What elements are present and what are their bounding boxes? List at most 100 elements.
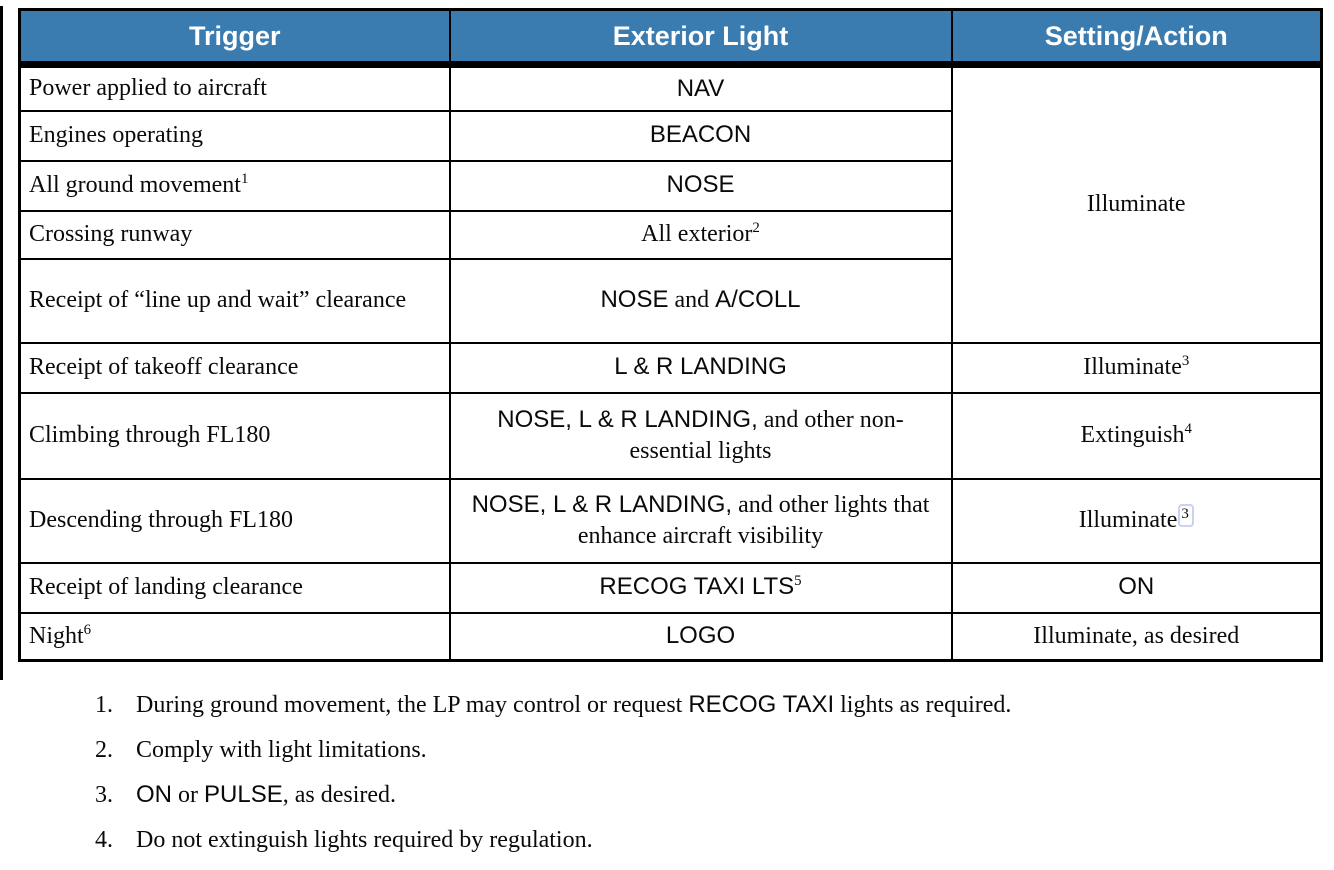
exterior-lights-table-wrap: Trigger Exterior Light Setting/Action Po… [18, 8, 1323, 662]
footnote-text: Do not extinguish lights required by reg… [136, 825, 1295, 855]
trigger-cell: All ground movement1 [18, 159, 451, 212]
text-segment: PULSE [204, 781, 283, 808]
trigger-cell: Climbing through FL180 [18, 391, 451, 480]
text-segment: ON [136, 781, 172, 808]
footnote-item: 4. Do not extinguish lights required by r… [95, 825, 1295, 855]
action-cell: Illuminate, as desired [950, 611, 1323, 662]
trigger-cell: Receipt of landing clearance [18, 561, 451, 614]
footnote-item: 1. During ground movement, the LP may con… [95, 690, 1295, 720]
table-row: Climbing through FL180 NOSE, L & R LANDIN… [18, 391, 1323, 480]
header-trigger: Trigger [18, 8, 451, 68]
action-cell: ON [950, 561, 1323, 614]
table-row: Receipt of takeoff clearance L & R LANDIN… [18, 341, 1323, 394]
trigger-cell: Descending through FL180 [18, 477, 451, 564]
table-row: Descending through FL180 NOSE, L & R LAND… [18, 477, 1323, 564]
table-row: Power applied to aircraft NAV Illuminate [18, 63, 1323, 344]
light-cell: NOSE, L & R LANDING, and other lights th… [448, 477, 953, 564]
footnote-text: During ground movement, the LP may contr… [136, 690, 1295, 720]
text-segment: RECOG TAXI LTS [599, 573, 795, 601]
light-cell: RECOG TAXI LTS5 [448, 561, 953, 614]
light-cell: NOSE [448, 159, 953, 212]
text-segment: LOGO [665, 622, 736, 650]
text-segment: Illuminate [1083, 353, 1182, 380]
text-segment: Climbing through FL180 [29, 421, 271, 448]
footnotes: 1. During ground movement, the LP may con… [95, 690, 1295, 870]
text-segment: RECOG TAXI [688, 691, 835, 718]
text-segment: Night [29, 622, 84, 649]
text-segment: Illuminate, as desired [1033, 622, 1240, 649]
light-cell: NOSE, L & R LANDING, and other non-essen… [448, 391, 953, 480]
footnote-item: 2. Comply with light limitations. [95, 735, 1295, 765]
text-segment: Comply with light limitations. [136, 737, 427, 763]
text-segment: or [172, 782, 204, 808]
text-segment: Power applied to aircraft [29, 75, 267, 102]
trigger-cell: Receipt of takeoff clearance [18, 341, 451, 394]
action-cell: Extinguish4 [950, 391, 1323, 480]
text-segment: and [668, 287, 716, 314]
text-segment: During ground movement, the LP may contr… [136, 692, 689, 718]
text-segment: A/COLL [715, 286, 801, 314]
text-segment: Do not extinguish lights required by reg… [136, 827, 593, 853]
light-cell: NAV [448, 63, 953, 112]
header-row: Trigger Exterior Light Setting/Action [18, 8, 1323, 68]
superscript-ref: 3 [1181, 352, 1190, 369]
trigger-cell: Receipt of “line up and wait” clearance [18, 257, 451, 344]
table-row: Night6 LOGO Illuminate, as desired [18, 611, 1323, 662]
trigger-cell: Engines operating [18, 109, 451, 162]
text-segment: Descending through FL180 [29, 506, 293, 533]
superscript-ref: 4 [1184, 420, 1192, 437]
table-row: Receipt of landing clearance RECOG TAXI L… [18, 561, 1323, 614]
superscript-ref: 1 [240, 170, 249, 187]
text-segment: Extinguish [1080, 421, 1185, 448]
footnote-number: 1. [95, 692, 113, 718]
page-edge-line [0, 6, 3, 680]
text-segment: Illuminate [1078, 506, 1178, 533]
superscript-ref-highlighted: 3 [1178, 503, 1194, 527]
text-segment: Receipt of “line up and wait” clearance [29, 286, 407, 313]
text-segment: NAV [676, 74, 725, 102]
text-segment: Illuminate [1086, 191, 1186, 218]
footnote-text: ON or PULSE, as desired. [136, 780, 1295, 810]
footnote-number: 2. [95, 737, 113, 763]
text-segment: , as desired. [282, 782, 396, 808]
table-row: Receipt of “line up and wait” clearance N… [18, 257, 1322, 344]
text-segment: and other lights that enhance aircraft v… [577, 491, 930, 549]
text-segment: All ground movement [29, 171, 241, 198]
table-row: Crossing runway All exterior2 [18, 209, 1322, 260]
text-segment: Receipt of landing clearance [29, 573, 303, 600]
text-segment: L & R LANDING [614, 353, 787, 381]
trigger-cell: Night6 [18, 611, 451, 662]
text-segment: ON [1118, 573, 1155, 601]
table-row: All ground movement1 NOSE [18, 159, 1322, 212]
trigger-cell: Crossing runway [18, 209, 451, 260]
light-cell: All exterior2 [448, 209, 953, 260]
text-segment: NOSE [666, 171, 735, 199]
header-exterior-light: Exterior Light [448, 8, 953, 68]
text-segment: NOSE, L & R LANDING, [471, 490, 733, 518]
light-cell: BEACON [448, 109, 953, 162]
footnote-item: 3.ON or PULSE, as desired. [95, 780, 1295, 810]
text-segment: Engines operating [29, 121, 203, 148]
superscript-ref: 6 [83, 621, 92, 638]
table-body: Power applied to aircraft NAV Illuminate En… [18, 63, 1323, 662]
text-segment: and other non-essential lights [629, 406, 904, 464]
text-segment: BEACON [649, 121, 752, 149]
header-setting-action: Setting/Action [950, 8, 1323, 68]
text-segment: All exterior [641, 220, 753, 247]
action-cell: Illuminate3 [950, 341, 1323, 394]
light-cell: NOSE and A/COLL [448, 257, 953, 344]
superscript-ref: 5 [794, 573, 802, 590]
superscript-ref: 2 [752, 219, 760, 236]
exterior-lights-table: Trigger Exterior Light Setting/Action Po… [18, 8, 1323, 662]
text-segment: lights as required. [834, 692, 1012, 718]
light-cell: L & R LANDING [448, 341, 953, 394]
text-segment: NOSE, L & R LANDING, [497, 405, 758, 433]
action-cell: Illuminate [950, 63, 1323, 344]
table-header: Trigger Exterior Light Setting/Action [18, 8, 1323, 68]
trigger-cell: Power applied to aircraft [18, 63, 451, 112]
text-segment: Receipt of takeoff clearance [29, 353, 299, 380]
text-segment: Crossing runway [29, 220, 193, 247]
footnote-number: 4. [95, 827, 113, 853]
